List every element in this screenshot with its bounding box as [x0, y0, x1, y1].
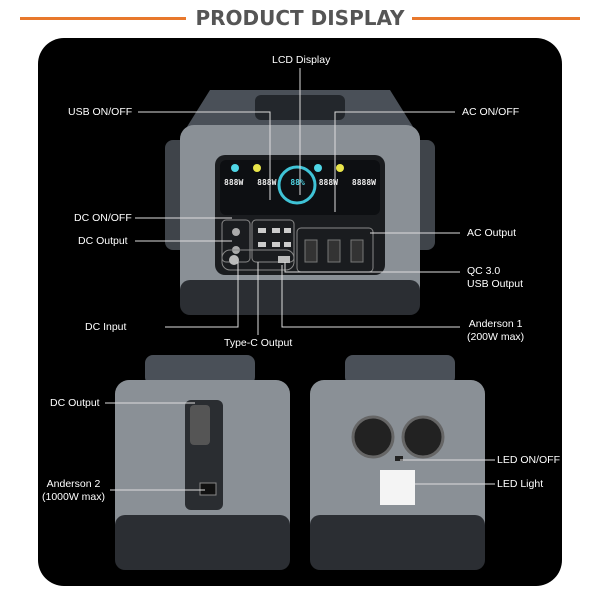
anderson2-line1: Anderson 2 [46, 478, 101, 490]
label-dc-output: DC Output [78, 235, 128, 247]
lcd-right1: 888W [318, 178, 338, 187]
page-title: PRODUCT DISPLAY [195, 6, 405, 30]
right-side-unit [310, 355, 485, 570]
front-unit [165, 90, 435, 315]
lcd-center: 88% [290, 178, 305, 187]
label-anderson-1: Anderson 1(200W max) [467, 318, 524, 344]
label-ac-output: AC Output [467, 227, 517, 239]
label-typec-output: Type-C Output [224, 337, 293, 349]
label-dc-input: DC Input [85, 321, 127, 333]
anderson1-line2: (200W max) [467, 331, 525, 343]
label-usb-onoff: USB ON/OFF [68, 106, 133, 118]
lcd-left1: 888W [224, 178, 244, 187]
label-lcd-display: LCD Display [272, 54, 331, 66]
header-line-left [20, 17, 186, 20]
left-side-unit [115, 355, 290, 570]
label-led-light: LED Light [497, 478, 544, 490]
lcd-readout: 888W 888W 88% 888W 8888W [224, 178, 376, 187]
label-ac-onoff: AC ON/OFF [462, 106, 520, 118]
anderson1-line1: Anderson 1 [468, 318, 523, 330]
anderson2-line2: (1000W max) [42, 491, 106, 503]
label-dc-output-back: DC Output [50, 397, 100, 409]
header-line-right [412, 17, 580, 20]
qc-line1: QC 3.0 [467, 265, 501, 277]
lcd-right2: 8888W [351, 178, 376, 187]
label-anderson-2: Anderson 2(1000W max) [42, 478, 105, 504]
qc-line2: USB Output [467, 278, 524, 290]
label-dc-onoff: DC ON/OFF [74, 212, 132, 224]
callout-lines [105, 68, 495, 491]
label-led-onoff: LED ON/OFF [497, 454, 561, 466]
lcd-left2: 888W [257, 178, 277, 187]
